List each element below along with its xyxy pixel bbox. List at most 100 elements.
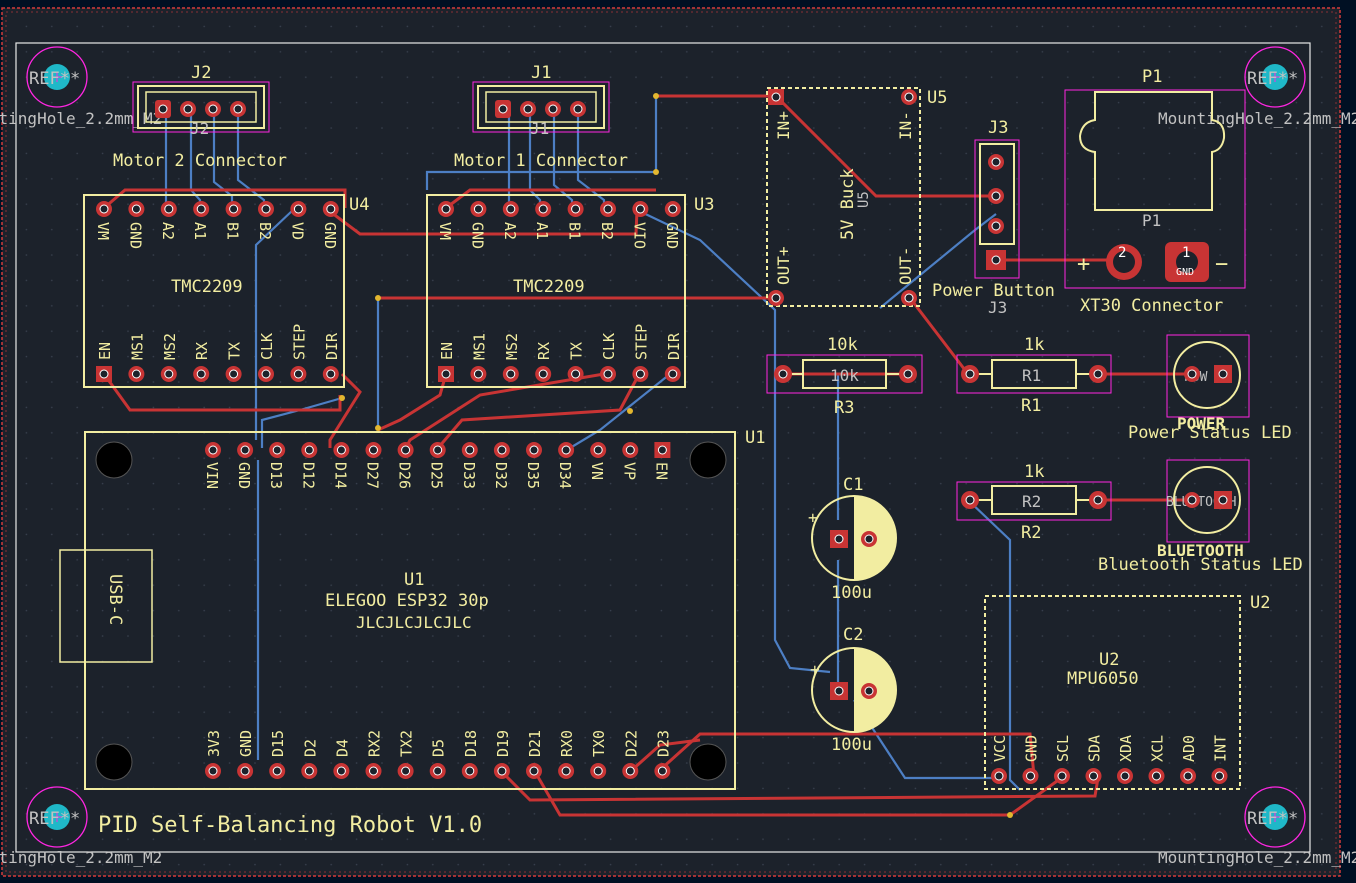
u1-top-pin-label: EN (652, 462, 670, 480)
u1-top-drill (240, 445, 250, 455)
u1-bottom-drill (304, 766, 314, 776)
c1-value: 100u (831, 583, 872, 603)
u4-top-drill (229, 204, 239, 214)
u3-top-pin-label: GND (663, 222, 681, 249)
u3-top-drill (441, 204, 451, 214)
u3-top-drill (635, 204, 645, 214)
u4-top-pin-label: GND (126, 222, 144, 249)
u1-top-pin-label: VP (620, 462, 638, 480)
u2-drill (994, 771, 1004, 781)
u1-bottom-pin-label: TX2 (398, 730, 416, 757)
u4-bottom-pin-label: CLK (258, 333, 276, 360)
r1-ref: R1 (1021, 396, 1041, 416)
c2-ref: C2 (843, 625, 863, 645)
r2-ref: R2 (1021, 523, 1041, 543)
u3-top-drill (538, 204, 548, 214)
u1-bottom-pin-label: RX2 (366, 730, 384, 757)
j2-ref: J2 (191, 63, 211, 83)
u4-bottom-drill (293, 369, 303, 379)
u1-ref-inner: U1 (404, 570, 424, 590)
power-led-label: POWER (1177, 414, 1226, 433)
capacitor-c1: C1 + 100u (808, 475, 897, 603)
silkscreen-frame (15, 42, 1311, 853)
j3-ref: J3 (988, 118, 1008, 138)
u2-drill (1183, 771, 1193, 781)
u3-bottom-drill (603, 369, 613, 379)
r3-ref: R3 (834, 398, 854, 418)
u1-top-drill (593, 445, 603, 455)
u4-bottom-pin-label: RX (193, 342, 211, 360)
u4-top-pin-label: A1 (191, 222, 209, 240)
u3-bottom-pin-label: STEP (632, 324, 650, 360)
u1-top-drill (529, 445, 539, 455)
mcu-u1: U1 USB-C U1 ELEGOO ESP32 30p JLCJLCJLCJL… (59, 428, 765, 790)
u1-top-pin-label: D12 (299, 462, 317, 489)
u3-bottom-pin-label: MS2 (503, 333, 521, 360)
bt-led-label: BLUETOOTH (1157, 541, 1244, 560)
r1-fab-ref: R1 (1022, 366, 1041, 385)
u2-drill (1152, 771, 1161, 781)
u1-bottom-pin-label: GND (237, 730, 255, 757)
u4-bottom-pin-label: MS1 (128, 333, 146, 360)
u1-top-pin-label: D13 (267, 462, 285, 489)
u1-bottom-drill (208, 766, 218, 776)
mh-br-value: MountingHole_2.2mm_M2 (1158, 848, 1356, 867)
mounting-hole-tr: REF** MountingHole_2.2mm_M2 (1158, 46, 1356, 128)
u2-pin-label: XCL (1149, 735, 1167, 762)
edge-cuts-inner (5, 11, 1337, 873)
mh-tl-ref: REF** (29, 69, 80, 89)
u1-bottom-drill (657, 766, 667, 776)
r3-fab-value: 10k (830, 366, 859, 385)
u1-bottom-drill (465, 766, 475, 776)
u1-top-pin-label: D26 (396, 462, 414, 489)
u3-bottom-pin-label: RX (535, 342, 553, 360)
connector-j2: J2 J2 Motor 2 Connector (113, 63, 287, 171)
resistor-r1: 1k R1 R1 (956, 335, 1112, 416)
u1-bottom-pin-label: D2 (301, 739, 319, 757)
u5-pin-in-plus: IN+ (774, 111, 793, 140)
u1-extra: JLCJLCJLCJLC (356, 613, 472, 632)
u3-top-drill (473, 204, 483, 214)
usb-c-outline (59, 549, 153, 663)
usb-label: USB-C (105, 574, 125, 625)
u1-bottom-drill (529, 766, 539, 776)
u1-bottom-drill (336, 766, 346, 776)
connector-j1: J1 J1 Motor 1 Connector (454, 63, 628, 171)
u1-value: ELEGOO ESP32 30p (325, 591, 489, 611)
u4-bottom-drill (196, 369, 206, 379)
u4-bottom-drill (99, 369, 109, 379)
u3-bottom-drill (473, 369, 483, 379)
u1-bottom-drill (272, 766, 282, 776)
u5-fab-ref: U5 (856, 191, 872, 208)
u3-top-pin-label: A1 (533, 222, 551, 240)
u1-top-pin-label: D14 (331, 462, 349, 489)
u1-bottom-pin-label: D23 (654, 730, 672, 757)
c1-plus: + (808, 508, 818, 527)
u2-pin-label: XDA (1117, 735, 1135, 762)
u1-top-drill (433, 445, 443, 455)
u1-top-drill (272, 445, 282, 455)
u3-bottom-drill (506, 369, 516, 379)
u1-top-pin-label: VIN (203, 462, 221, 489)
mounting-hole-bl: REF** MountingHole_2.2mm_M2 (0, 786, 162, 867)
u3-bottom-drill (635, 369, 645, 379)
u1-bottom-drill (561, 766, 571, 776)
u4-value: TMC2209 (171, 277, 243, 297)
u4-top-drill (164, 204, 174, 214)
u1-top-drill (401, 445, 411, 455)
j3-value: Power Button (932, 281, 1055, 301)
u2-ref-inner: U2 (1099, 650, 1119, 670)
u1-bottom-drill (240, 766, 250, 776)
u5-pin-out-plus: OUT+ (774, 246, 793, 285)
capacitor-c2: C2 + 100u (810, 625, 897, 755)
u1-top-drill (369, 445, 378, 455)
u4-top-drill (293, 204, 303, 214)
mh-br-ref: REF** (1247, 809, 1298, 829)
u2-ref: U2 (1250, 593, 1270, 613)
u2-drill (1057, 771, 1067, 781)
u1-top-drill (497, 445, 507, 455)
u1-bottom-pin-label: RX0 (558, 730, 576, 757)
